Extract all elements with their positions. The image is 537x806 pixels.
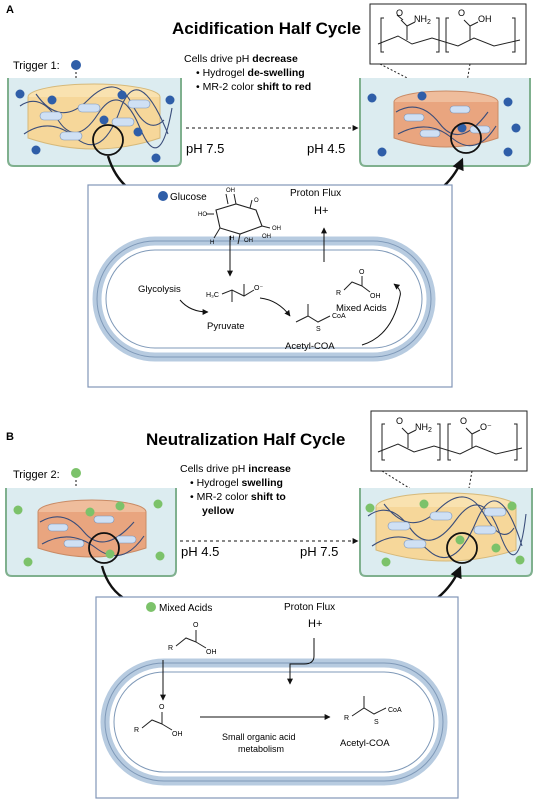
polymer-o-label: O [396,8,403,18]
trigger-1-label: Trigger 1: [13,60,60,72]
panel-a-ph-right: pH 4.5 [307,141,345,156]
metabolism-label-line2: metabolism [238,744,284,754]
svg-text:OH: OH [370,293,381,300]
glycolysis-label: Glycolysis [138,284,181,295]
svg-text:R: R [336,290,341,297]
polymer-b-o-minus-label: O⁻ [480,422,492,432]
polymer-o-label-2: O [458,8,465,18]
panel-a: A Acidification Half Cycle O NH2 O OH Tr… [6,3,531,388]
svg-text:HO: HO [198,212,207,218]
glucose-label: Glucose [170,192,207,203]
acetyl-coa-label-a: Acetyl-COA [285,341,335,352]
glucose-structure: OH O OH HO H OH H OH [198,188,281,246]
trigger-1-molecule [71,60,81,70]
panel-b-bullet-2-cont: yellow [202,505,235,517]
polymer-oh-label: OH [478,14,492,24]
panel-a-drive-text: Cells drive pH decrease [184,53,298,65]
svg-text:S: S [374,719,379,726]
acetyl-coa-structure-b: R S CoA [344,696,402,726]
panel-b-ph-left: pH 4.5 [181,544,219,559]
mixed-acids-label-a: Mixed Acids [336,303,387,314]
acetyl-coa-structure-a: S CoA [295,304,346,333]
proton-flux-label-b: Proton Flux [284,602,335,613]
svg-text:R: R [168,645,173,652]
panel-a-bullet-2: • MR-2 color shift to red [196,81,311,93]
panel-b-title: Neutralization Half Cycle [146,430,345,449]
dish-b-left [5,488,177,577]
panel-a-letter: A [6,4,14,16]
svg-text:O: O [254,198,259,204]
panel-b-ph-right: pH 7.5 [300,544,338,559]
h-plus-label-a: H+ [314,205,328,217]
acetyl-coa-label-b: Acetyl-COA [340,738,390,749]
panel-a-ph-left: pH 7.5 [186,141,224,156]
svg-text:CoA: CoA [388,707,402,714]
svg-text:OH: OH [272,226,281,232]
glucose-marker [158,191,168,201]
svg-text:O: O [193,622,199,629]
polymer-nh2-label: NH2 [414,14,431,26]
dish-a-right [359,78,531,167]
carboxylic-acid-structure-b-inner: R O OH [134,704,183,738]
polymer-b-nh2-label: NH2 [415,422,432,434]
svg-text:OH: OH [262,234,271,240]
panel-b-bullet-2: • MR-2 color shift to [190,491,286,503]
svg-text:S: S [316,326,321,333]
svg-text:H: H [210,240,214,246]
svg-text:R: R [344,715,349,722]
panel-a-bullet-1: • Hydrogel de-swelling [196,67,305,79]
polymer-structure-acid: O NH2 O OH [369,3,527,65]
panel-b-drive-text: Cells drive pH increase [180,463,291,475]
dish-b-right [359,488,533,577]
pyruvate-structure: H₃C O⁻ [206,284,263,302]
dish-a-left [7,78,182,167]
trigger-2-molecule [71,468,81,478]
proton-flux-label-a: Proton Flux [290,188,341,199]
polymer-structure-neutral: O NH2 O O⁻ [370,410,528,472]
svg-text:OH: OH [244,238,253,244]
polymer-b-o-label-2: O [460,416,467,426]
polymer-b-o-label: O [396,416,403,426]
h-plus-label-b: H+ [308,618,322,630]
carboxylic-acid-structure-b-top: R O OH [168,622,217,656]
panel-b-bullet-1: • Hydrogel swelling [190,477,283,489]
svg-text:R: R [134,727,139,734]
mixed-acids-label-b: Mixed Acids [159,603,212,614]
svg-text:H: H [230,236,234,242]
svg-text:CoA: CoA [332,313,346,320]
svg-text:OH: OH [172,731,183,738]
trigger-2-label: Trigger 2: [13,469,60,481]
pyruvate-label: Pyruvate [207,321,245,332]
panel-b-letter: B [6,431,14,443]
panel-b: B Neutralization Half Cycle O NH2 O O⁻ T… [5,410,533,799]
metabolism-label-line1: Small organic acid [222,732,296,742]
metabolism-box-b: Mixed Acids R O OH Proton Flux H+ R O OH… [95,596,459,799]
svg-text:O: O [159,704,165,711]
svg-text:O: O [359,269,365,276]
svg-text:H₃C: H₃C [206,292,219,299]
svg-text:OH: OH [226,188,235,194]
mixed-acids-marker [146,602,156,612]
panel-a-title: Acidification Half Cycle [172,19,361,38]
svg-text:OH: OH [206,649,217,656]
svg-text:O⁻: O⁻ [254,285,263,292]
metabolism-box-a: Glucose OH O OH HO H OH H OH Proton Flux… [87,184,453,388]
carboxylic-acid-structure-a: R O OH [336,269,381,300]
